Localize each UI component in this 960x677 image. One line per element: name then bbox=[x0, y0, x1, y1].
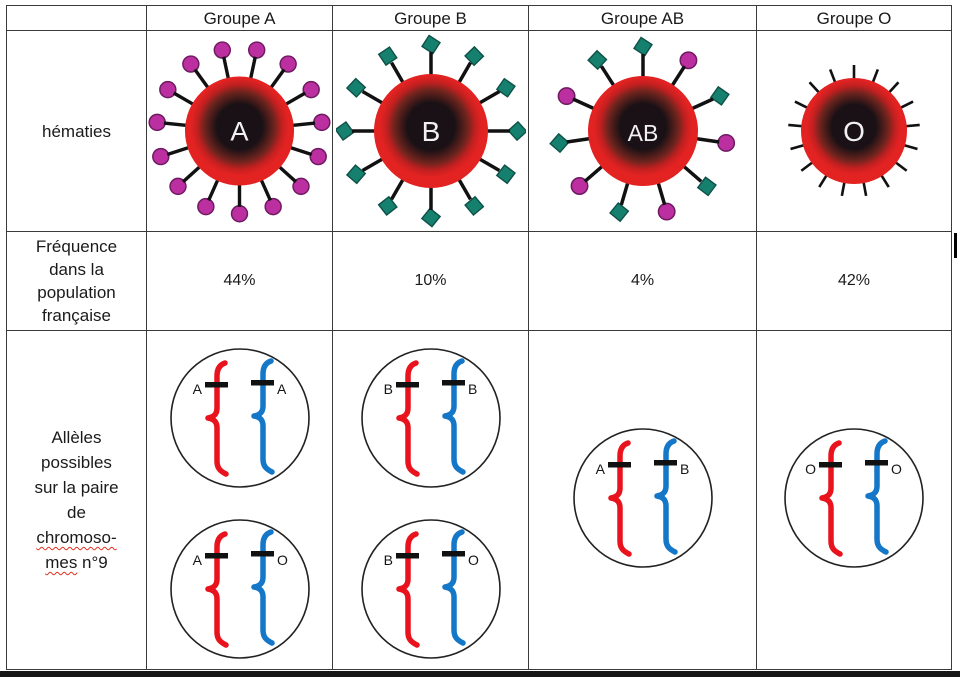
svg-text:A: A bbox=[192, 552, 202, 568]
svg-text:O: O bbox=[468, 552, 479, 568]
alleles-label-line-last: mes n°9 bbox=[45, 553, 108, 572]
hematie-diagram-groupe-o: O bbox=[757, 31, 951, 232]
svg-text:B: B bbox=[383, 552, 392, 568]
svg-text:O: O bbox=[805, 461, 816, 477]
frequency-value-groupe-ab: 4% bbox=[529, 232, 757, 331]
row-label-frequency: Fréquence dans la population française bbox=[7, 232, 147, 331]
hematie-svg: B bbox=[335, 34, 526, 228]
svg-text:O: O bbox=[891, 461, 902, 477]
screenshot-bottom-edge bbox=[0, 671, 960, 677]
frequency-label-line: française bbox=[42, 306, 111, 325]
svg-text:B: B bbox=[383, 381, 392, 397]
header-groupe-o: Groupe O bbox=[757, 6, 951, 31]
svg-text:AB: AB bbox=[627, 120, 658, 146]
frequency-label-line: dans la bbox=[49, 260, 104, 279]
row-label-hematies: hématies bbox=[7, 31, 147, 232]
hematie-svg: AB bbox=[548, 36, 735, 223]
svg-text:B: B bbox=[468, 381, 477, 397]
hematie-diagram-groupe-ab: AB bbox=[529, 31, 757, 232]
hematie-svg: O bbox=[788, 65, 920, 197]
svg-text:O: O bbox=[277, 552, 288, 568]
hematie-diagram-groupe-a: A bbox=[147, 31, 333, 232]
svg-text:B: B bbox=[680, 461, 689, 477]
alleles-label-line: possibles bbox=[41, 453, 112, 472]
svg-text:O: O bbox=[843, 116, 865, 147]
header-corner-cell bbox=[7, 6, 147, 31]
svg-text:A: A bbox=[595, 461, 605, 477]
hematie-svg: A bbox=[148, 41, 331, 223]
frequency-value-groupe-b: 10% bbox=[333, 232, 529, 331]
alleles-label-line: sur la paire bbox=[34, 478, 119, 497]
header-groupe-b: Groupe B bbox=[333, 6, 529, 31]
alleles-label-line: Allèles bbox=[51, 428, 102, 447]
header-groupe-ab: Groupe AB bbox=[529, 6, 757, 31]
hematie-diagram-groupe-b: B bbox=[333, 31, 529, 232]
row-label-alleles: Allèles possibles sur la paire de chromo… bbox=[7, 331, 147, 669]
blood-group-table: Groupe A Groupe B Groupe AB Groupe O hém… bbox=[6, 5, 952, 670]
svg-text:A: A bbox=[277, 381, 287, 397]
svg-text:A: A bbox=[192, 381, 202, 397]
frequency-label-line: Fréquence bbox=[35, 237, 118, 256]
frequency-value-groupe-a: 44% bbox=[147, 232, 333, 331]
frequency-value-groupe-o: 42% bbox=[757, 232, 951, 331]
alleles-label-line-misspelled: chromoso- bbox=[36, 528, 117, 547]
alleles-label-line: de bbox=[67, 503, 86, 522]
text-cursor-artifact bbox=[954, 233, 957, 258]
svg-text:B: B bbox=[421, 116, 440, 147]
svg-text:A: A bbox=[230, 116, 249, 147]
frequency-label-line: population bbox=[37, 283, 116, 302]
header-groupe-a: Groupe A bbox=[147, 6, 333, 31]
